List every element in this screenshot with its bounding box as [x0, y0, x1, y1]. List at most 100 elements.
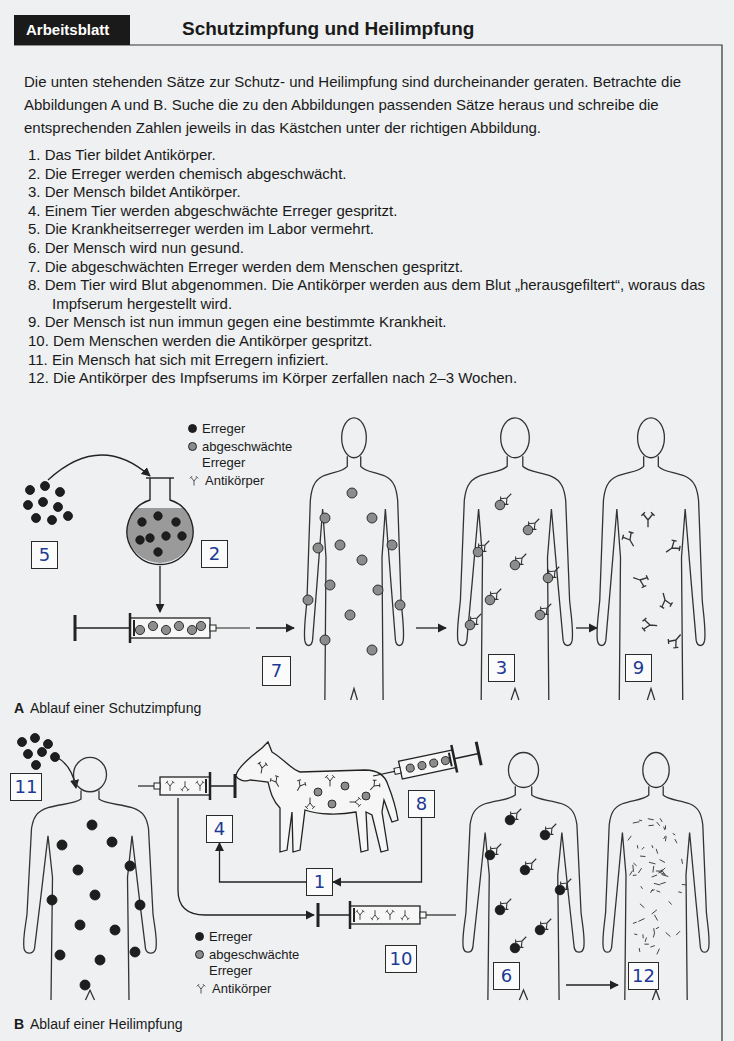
- pathogen: [38, 748, 47, 757]
- pathogen: [125, 861, 135, 871]
- weakened-pathogen: [335, 540, 345, 550]
- fragment: [645, 938, 646, 942]
- pathogen: [146, 534, 154, 542]
- legend-text: Erreger: [202, 421, 302, 437]
- weakened-pathogen: [196, 621, 205, 630]
- fragment: [642, 934, 643, 938]
- sentence: 8. Dem Tier wird Blut abgenommen. Die An…: [28, 276, 718, 313]
- antibody-symbol: [293, 778, 307, 793]
- flow-arrow: [576, 627, 597, 628]
- fragment: [653, 928, 655, 933]
- legend-text: Erreger: [209, 929, 309, 945]
- pathogen: [80, 980, 90, 990]
- flow-arrow: [416, 627, 446, 628]
- answer-number: 1: [314, 873, 325, 891]
- antibody-symbol: [666, 630, 686, 650]
- fragment: [651, 890, 654, 891]
- fragment: [659, 872, 665, 874]
- fragment: [632, 865, 634, 872]
- fragment: [637, 845, 639, 848]
- fragment: [628, 836, 632, 841]
- answer-number: 5: [39, 546, 50, 564]
- sentence: 7. Die abgeschwächten Erreger werden dem…: [28, 258, 718, 277]
- bound-pathogen: [535, 610, 545, 620]
- answer-box: 2: [201, 540, 228, 568]
- fragment: [662, 875, 669, 877]
- fragment: [652, 845, 653, 848]
- human-body: [463, 753, 584, 1001]
- antibody-symbol: [477, 537, 494, 554]
- bound-pathogen: [495, 905, 505, 915]
- sheet-tag: Arbeitsblatt: [14, 15, 130, 45]
- legend-row: abgeschwächte Erreger: [195, 947, 312, 979]
- human-body: [457, 418, 572, 700]
- pathogen: [130, 947, 140, 957]
- fragment: [640, 856, 645, 857]
- weakened-pathogen: [347, 488, 357, 498]
- legend-text: abgeschwächte Erreger: [202, 439, 302, 471]
- weakened-pathogen: [325, 580, 335, 590]
- pathogen: [73, 865, 83, 875]
- legend-swatch: [195, 932, 204, 941]
- legend-row: Antikörper: [188, 473, 305, 489]
- fragment: [664, 836, 666, 839]
- fragment: [669, 901, 672, 904]
- antibody-symbol: [524, 855, 541, 872]
- antibody-symbol: [181, 781, 190, 791]
- weakened-pathogen: [174, 621, 183, 630]
- sentence: 2. Die Erreger werden chemisch abgeschwä…: [28, 165, 718, 184]
- fragment: [634, 933, 637, 935]
- answer-box: 1: [306, 868, 333, 896]
- antibody-symbol: [469, 610, 486, 627]
- pathogen: [178, 532, 186, 540]
- syringe: [75, 613, 250, 643]
- fragment: [650, 946, 654, 948]
- sentence: 12. Die Antikörper des Impfserums im Kör…: [28, 369, 718, 388]
- fragment: [657, 949, 660, 955]
- weakened-pathogen: [345, 610, 355, 620]
- pathogen: [138, 518, 146, 526]
- pathogen: [172, 518, 180, 526]
- pathogen: [64, 512, 73, 521]
- fragment: [630, 871, 633, 876]
- figure-caption: Ablauf einer Heilimpfung: [30, 1016, 183, 1032]
- answer-number: 8: [416, 795, 427, 813]
- legend-row: Erreger: [188, 421, 305, 437]
- antibody-symbol: [547, 563, 564, 580]
- answer-box: 6: [493, 962, 520, 990]
- pathogen: [162, 532, 170, 540]
- antibody-symbol: [514, 550, 531, 567]
- pathogen: [136, 536, 144, 544]
- antibody-symbol: [662, 538, 682, 557]
- answer-box: 9: [625, 654, 652, 682]
- legend-swatch: [188, 424, 197, 433]
- fragment: [633, 822, 640, 823]
- flow-arrow: [159, 566, 160, 612]
- bound-pathogen: [535, 925, 545, 935]
- syringe: [318, 901, 456, 929]
- horse: [236, 742, 398, 852]
- antibody-symbol: [641, 512, 654, 527]
- fragment: [666, 932, 671, 936]
- pathogen: [57, 840, 67, 850]
- legend-row: Erreger: [195, 929, 312, 945]
- fragment: [652, 910, 657, 914]
- sentence: 1. Das Tier bildet Antikörper.: [28, 146, 718, 165]
- sentence: 5. Die Krankheitserreger werden im Labor…: [28, 220, 718, 239]
- antibody-symbol: [544, 820, 561, 837]
- bound-pathogen: [485, 850, 495, 860]
- fragment: [639, 820, 642, 822]
- weakened-pathogen: [161, 625, 170, 634]
- syringe: [370, 740, 481, 790]
- weakened-pathogen: [320, 635, 330, 645]
- fragment: [649, 825, 654, 826]
- legend-row: abgeschwächte Erreger: [188, 439, 305, 471]
- antibody-symbol: [269, 774, 283, 789]
- bound-pathogen: [523, 525, 533, 535]
- figure-letter: B: [14, 1016, 24, 1032]
- weakened-pathogen: [362, 792, 370, 800]
- answer-number: 9: [633, 659, 644, 677]
- sentence-list: 1. Das Tier bildet Antikörper.2. Die Err…: [28, 146, 718, 388]
- weakened-pathogen: [187, 625, 196, 634]
- pathogen: [90, 890, 100, 900]
